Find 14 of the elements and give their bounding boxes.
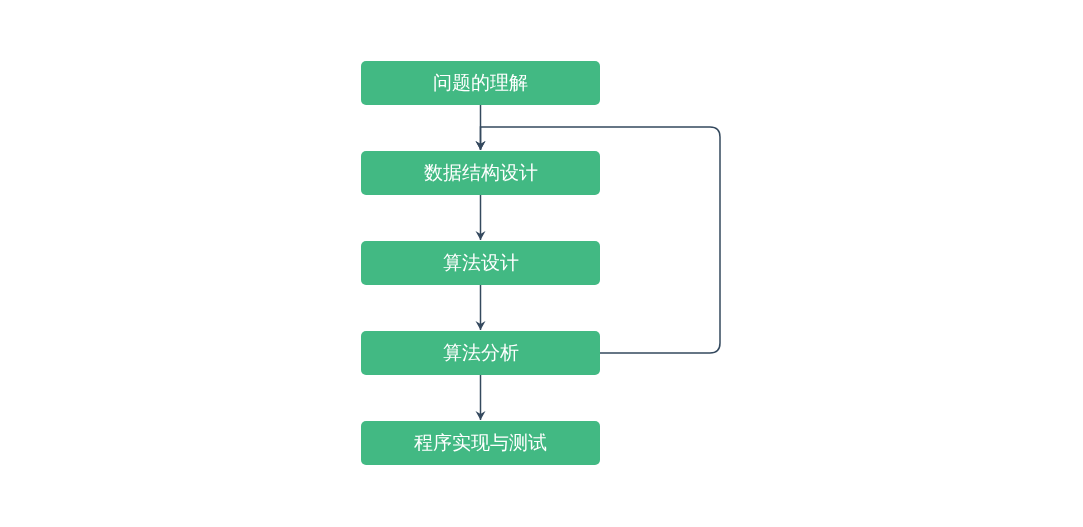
arrow [475, 374, 486, 421]
box-label: 算法分析 [442, 340, 519, 365]
process-box [361, 241, 600, 285]
box-label: 算法设计 [442, 250, 519, 275]
box-label: 程序实现与测试 [414, 430, 547, 455]
process-box [361, 331, 600, 375]
arrow [475, 126, 721, 354]
process-box [361, 151, 600, 195]
process-box [361, 61, 600, 105]
arrow [475, 284, 486, 331]
box-label: 数据结构设计 [423, 160, 538, 185]
process-box [361, 421, 600, 465]
box-label: 问题的理解 [433, 70, 528, 95]
arrow [475, 194, 486, 241]
